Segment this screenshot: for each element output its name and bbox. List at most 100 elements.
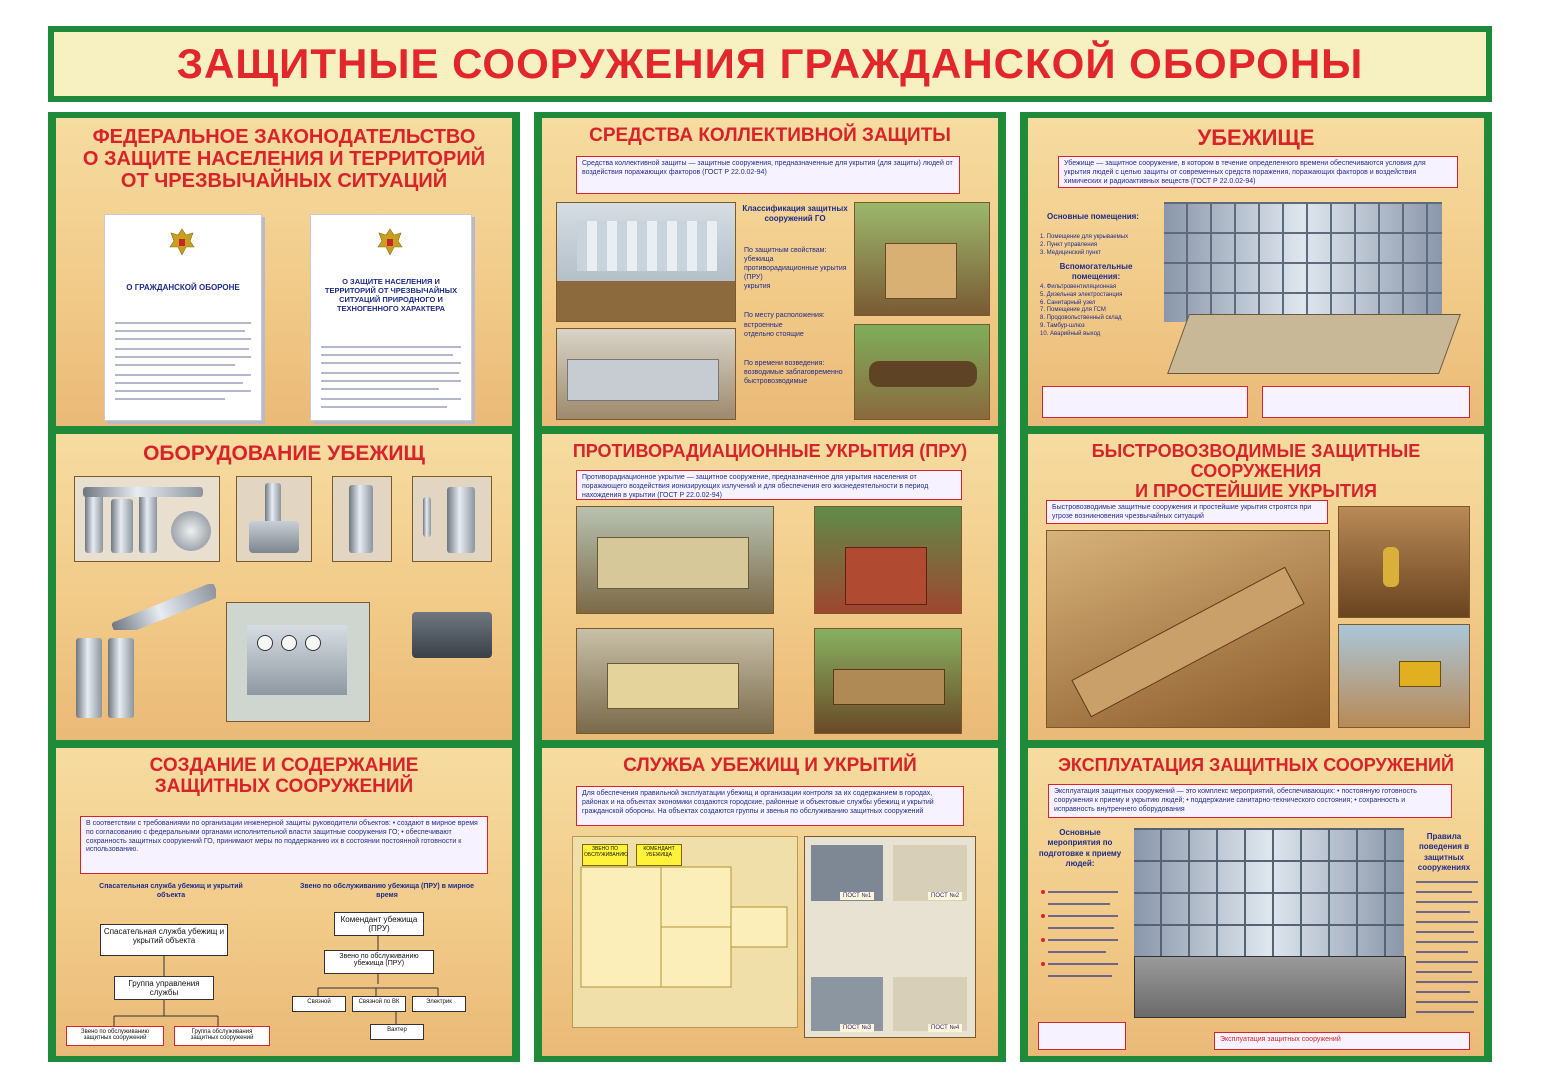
rapid-title-line-1: БЫСТРОВОЗВОДИМЫЕ ЗАЩИТНЫЕ СООРУЖЕНИЯ: [1091, 441, 1421, 481]
org-messenger-vk-box: Связной по ВК: [352, 996, 406, 1012]
creation-intro-box: В соответствии с требованиями по организ…: [80, 816, 488, 874]
operation-bottom-left-box: [1038, 1022, 1126, 1050]
aux-rooms-title: Вспомогательные помещения:: [1059, 262, 1133, 282]
org-management-group-box: Группа управления службы: [114, 976, 214, 1000]
floor-plan-lines: [580, 866, 788, 988]
panel-rapid-structures: БЫСТРОВОЗВОДИМЫЕ ЗАЩИТНЫЕ СООРУЖЕНИЯ И П…: [1028, 434, 1484, 740]
creation-title-line-2: ЗАЩИТНЫХ СООРУЖЕНИЙ: [154, 775, 414, 797]
doc2-title: О ЗАЩИТЕ НАСЕЛЕНИЯ И ТЕРРИТОРИЙ ОТ ЧРЕЗВ…: [324, 277, 458, 313]
aux-room-item: 5. Дизельная электростанция: [1040, 291, 1123, 298]
classification-list: По защитным свойствам: убежища противора…: [744, 246, 854, 386]
collective-trench-image: [854, 324, 990, 420]
creation-org-connectors: [113, 936, 439, 1026]
pru-title: ПРОТИВОРАДИАЦИОННЫЕ УКРЫТИЯ (ПРУ): [572, 441, 968, 461]
panel-shelter: УБЕЖИЩЕ Убежище — защитное сооружение, в…: [1028, 118, 1484, 426]
post-3-label: ПОСТ №3: [840, 1024, 875, 1032]
aux-room-item: 6. Санитарный узел: [1040, 299, 1096, 306]
collective-detached-shelter-image: [854, 202, 990, 316]
operation-intro-box: Эксплуатация защитных сооружений — это к…: [1048, 784, 1452, 818]
class-item: отдельно стоящие: [744, 330, 804, 338]
class-item: По защитным свойствам:: [744, 247, 827, 254]
class-item: встроенные: [744, 321, 783, 329]
equipment-filter-image: [332, 476, 392, 562]
panel-service: СЛУЖБА УБЕЖИЩ И УКРЫТИЙ Для обеспечения …: [542, 748, 998, 1056]
post-4-label: ПОСТ №4: [928, 1024, 963, 1032]
equipment-control-panel-image: [226, 602, 370, 722]
class-item: убежища: [744, 256, 774, 264]
law-document-civil-defense: О ГРАЖДАНСКОЙ ОБОРОНЕ: [104, 214, 262, 421]
equipment-title: ОБОРУДОВАНИЕ УБЕЖИЩ: [143, 442, 425, 465]
org-electrician-box: Электрик: [412, 996, 466, 1012]
shelter-rooms-cutaway-image: [1167, 314, 1461, 374]
operation-right-title: Правила поведения в защитных сооружениях: [1417, 832, 1471, 873]
class-item: возводимые заблаговременно: [744, 368, 843, 376]
poster-title-bar: ЗАЩИТНЫЕ СООРУЖЕНИЯ ГРАЖДАНСКОЙ ОБОРОНЫ: [48, 26, 1492, 102]
rapid-shelter-cutaway-image: [1046, 530, 1330, 728]
panel-pru: ПРОТИВОРАДИАЦИОННЫЕ УКРЫТИЯ (ПРУ) Против…: [542, 434, 998, 740]
classification-title: Классификация защитных сооружений ГО: [742, 204, 848, 224]
legislation-title: ФЕДЕРАЛЬНОЕ ЗАКОНОДАТЕЛЬСТВО О ЗАЩИТЕ НА…: [56, 126, 512, 192]
rapid-intro-box: Быстровозводимые защитные сооружения и п…: [1046, 500, 1328, 524]
creation-right-header: Звено по обслуживанию убежища (ПРУ) в ми…: [299, 883, 475, 900]
service-intro-box: Для обеспечения правильной эксплуатации …: [576, 786, 964, 826]
shelter-building-image: [1164, 202, 1442, 322]
operation-bottom-note: Эксплуатация защитных сооружений: [1214, 1032, 1470, 1050]
main-rooms-list: 1. Помещение для укрываемых 2. Пункт упр…: [1040, 234, 1150, 257]
equipment-tank-image: [412, 476, 492, 562]
aux-rooms-list: 4. Фильтровентиляционная 5. Дизельная эл…: [1040, 284, 1158, 339]
creation-title-line-1: СОЗДАНИЕ И СОДЕРЖАНИЕ: [149, 755, 419, 776]
eagle-emblem-icon: [169, 228, 195, 256]
operation-underground-shelter-image: [1134, 956, 1406, 1018]
doc1-text-lines: [115, 322, 251, 400]
org-rescue-service-box: Спасательная служба убежищ и укрытий объ…: [100, 924, 228, 956]
service-title: СЛУЖБА УБЕЖИЩ И УКРЫТИЙ: [623, 755, 917, 776]
doc2-text-lines: [321, 346, 461, 408]
shelter-intro-box: Убежище — защитное сооружение, в котором…: [1058, 156, 1458, 188]
org-shelter-unit-box: Звено по обслуживанию убежища (ПРУ): [324, 950, 434, 974]
service-label: ЗВЕНО ПО ОБСЛУЖИВАНИЮ: [582, 844, 628, 866]
org-commandant-box: Комендант убежища (ПРУ): [334, 912, 424, 936]
column-middle: СРЕДСТВА КОЛЛЕКТИВНОЙ ЗАЩИТЫ Средства ко…: [534, 112, 1006, 1062]
creation-title: СОЗДАНИЕ И СОДЕРЖАНИЕ ЗАЩИТНЫХ СООРУЖЕНИ…: [56, 755, 512, 798]
equipment-cylinders-image: [70, 632, 144, 724]
org-messenger-box: Связной: [292, 996, 346, 1012]
org-guard-box: Вахтер: [370, 1024, 424, 1040]
collective-title: СРЕДСТВА КОЛЛЕКТИВНОЙ ЗАЩИТЫ: [589, 125, 951, 146]
panel-collective-protection: СРЕДСТВА КОЛЛЕКТИВНОЙ ЗАЩИТЫ Средства ко…: [542, 118, 998, 426]
class-item: противорадиационные укрытия (ПРУ): [744, 265, 847, 282]
legislation-title-line-2: О ЗАЩИТЕ НАСЕЛЕНИЯ И ТЕРРИТОРИЙ: [82, 148, 486, 170]
legislation-title-line-1: ФЕДЕРАЛЬНОЕ ЗАКОНОДАТЕЛЬСТВО: [92, 126, 476, 148]
poster-title: ЗАЩИТНЫЕ СООРУЖЕНИЯ ГРАЖДАНСКОЙ ОБОРОНЫ: [176, 40, 1364, 87]
collective-underground-shelter-image: [556, 328, 736, 420]
aux-room-item: 9. Тамбур-шлюз: [1040, 322, 1085, 329]
class-item: укрытия: [744, 283, 771, 291]
rapid-bulldozer-image: [1338, 624, 1470, 728]
class-item: По времени возведения:: [744, 359, 825, 367]
service-label: КОМЕНДАНТ УБЕЖИЩА: [636, 844, 682, 866]
pru-intro-box: Противорадиационное укрытие — защитное с…: [576, 470, 962, 500]
pru-dugout-image: [814, 628, 962, 734]
service-floor-plan-image: [572, 836, 798, 1028]
collective-intro-box: Средства коллективной защиты — защитные …: [576, 156, 960, 194]
main-room-item: 2. Пункт управления: [1040, 241, 1098, 248]
panel-operation: ЭКСПЛУАТАЦИЯ ЗАЩИТНЫХ СООРУЖЕНИЙ Эксплуа…: [1028, 748, 1484, 1056]
org-service-group-box: Группа обслуживания защитных сооружений: [174, 1026, 270, 1046]
operation-left-list-lines: [1041, 890, 1118, 977]
rapid-trench-digging-image: [1338, 506, 1470, 618]
shelter-table-left: [1042, 386, 1248, 418]
panel-creation: СОЗДАНИЕ И СОДЕРЖАНИЕ ЗАЩИТНЫХ СООРУЖЕНИ…: [56, 748, 512, 1056]
eagle-emblem-icon: [377, 228, 403, 256]
equipment-pipe-image: [100, 584, 216, 630]
pru-cellar-image: [576, 628, 774, 734]
column-right: УБЕЖИЩЕ Убежище — защитное сооружение, в…: [1020, 112, 1492, 1062]
post-2-label: ПОСТ №2: [928, 892, 963, 900]
aux-room-item: 7. Помещение для ГСМ: [1040, 307, 1106, 314]
equipment-filter-unit-image: [74, 476, 220, 562]
rapid-title-line-2: И ПРОСТЕЙШИЕ УКРЫТИЯ: [1135, 480, 1377, 501]
shelter-title: УБЕЖИЩЕ: [1197, 125, 1315, 150]
operation-right-list-lines: [1416, 881, 1478, 1013]
aux-room-item: 10. Аварийный выход: [1040, 330, 1101, 337]
panel-equipment: ОБОРУДОВАНИЕ УБЕЖИЩ: [56, 434, 512, 740]
rapid-title: БЫСТРОВОЗВОДИМЫЕ ЗАЩИТНЫЕ СООРУЖЕНИЯ И П…: [1028, 441, 1484, 501]
class-item: По месту расположения:: [744, 312, 825, 320]
